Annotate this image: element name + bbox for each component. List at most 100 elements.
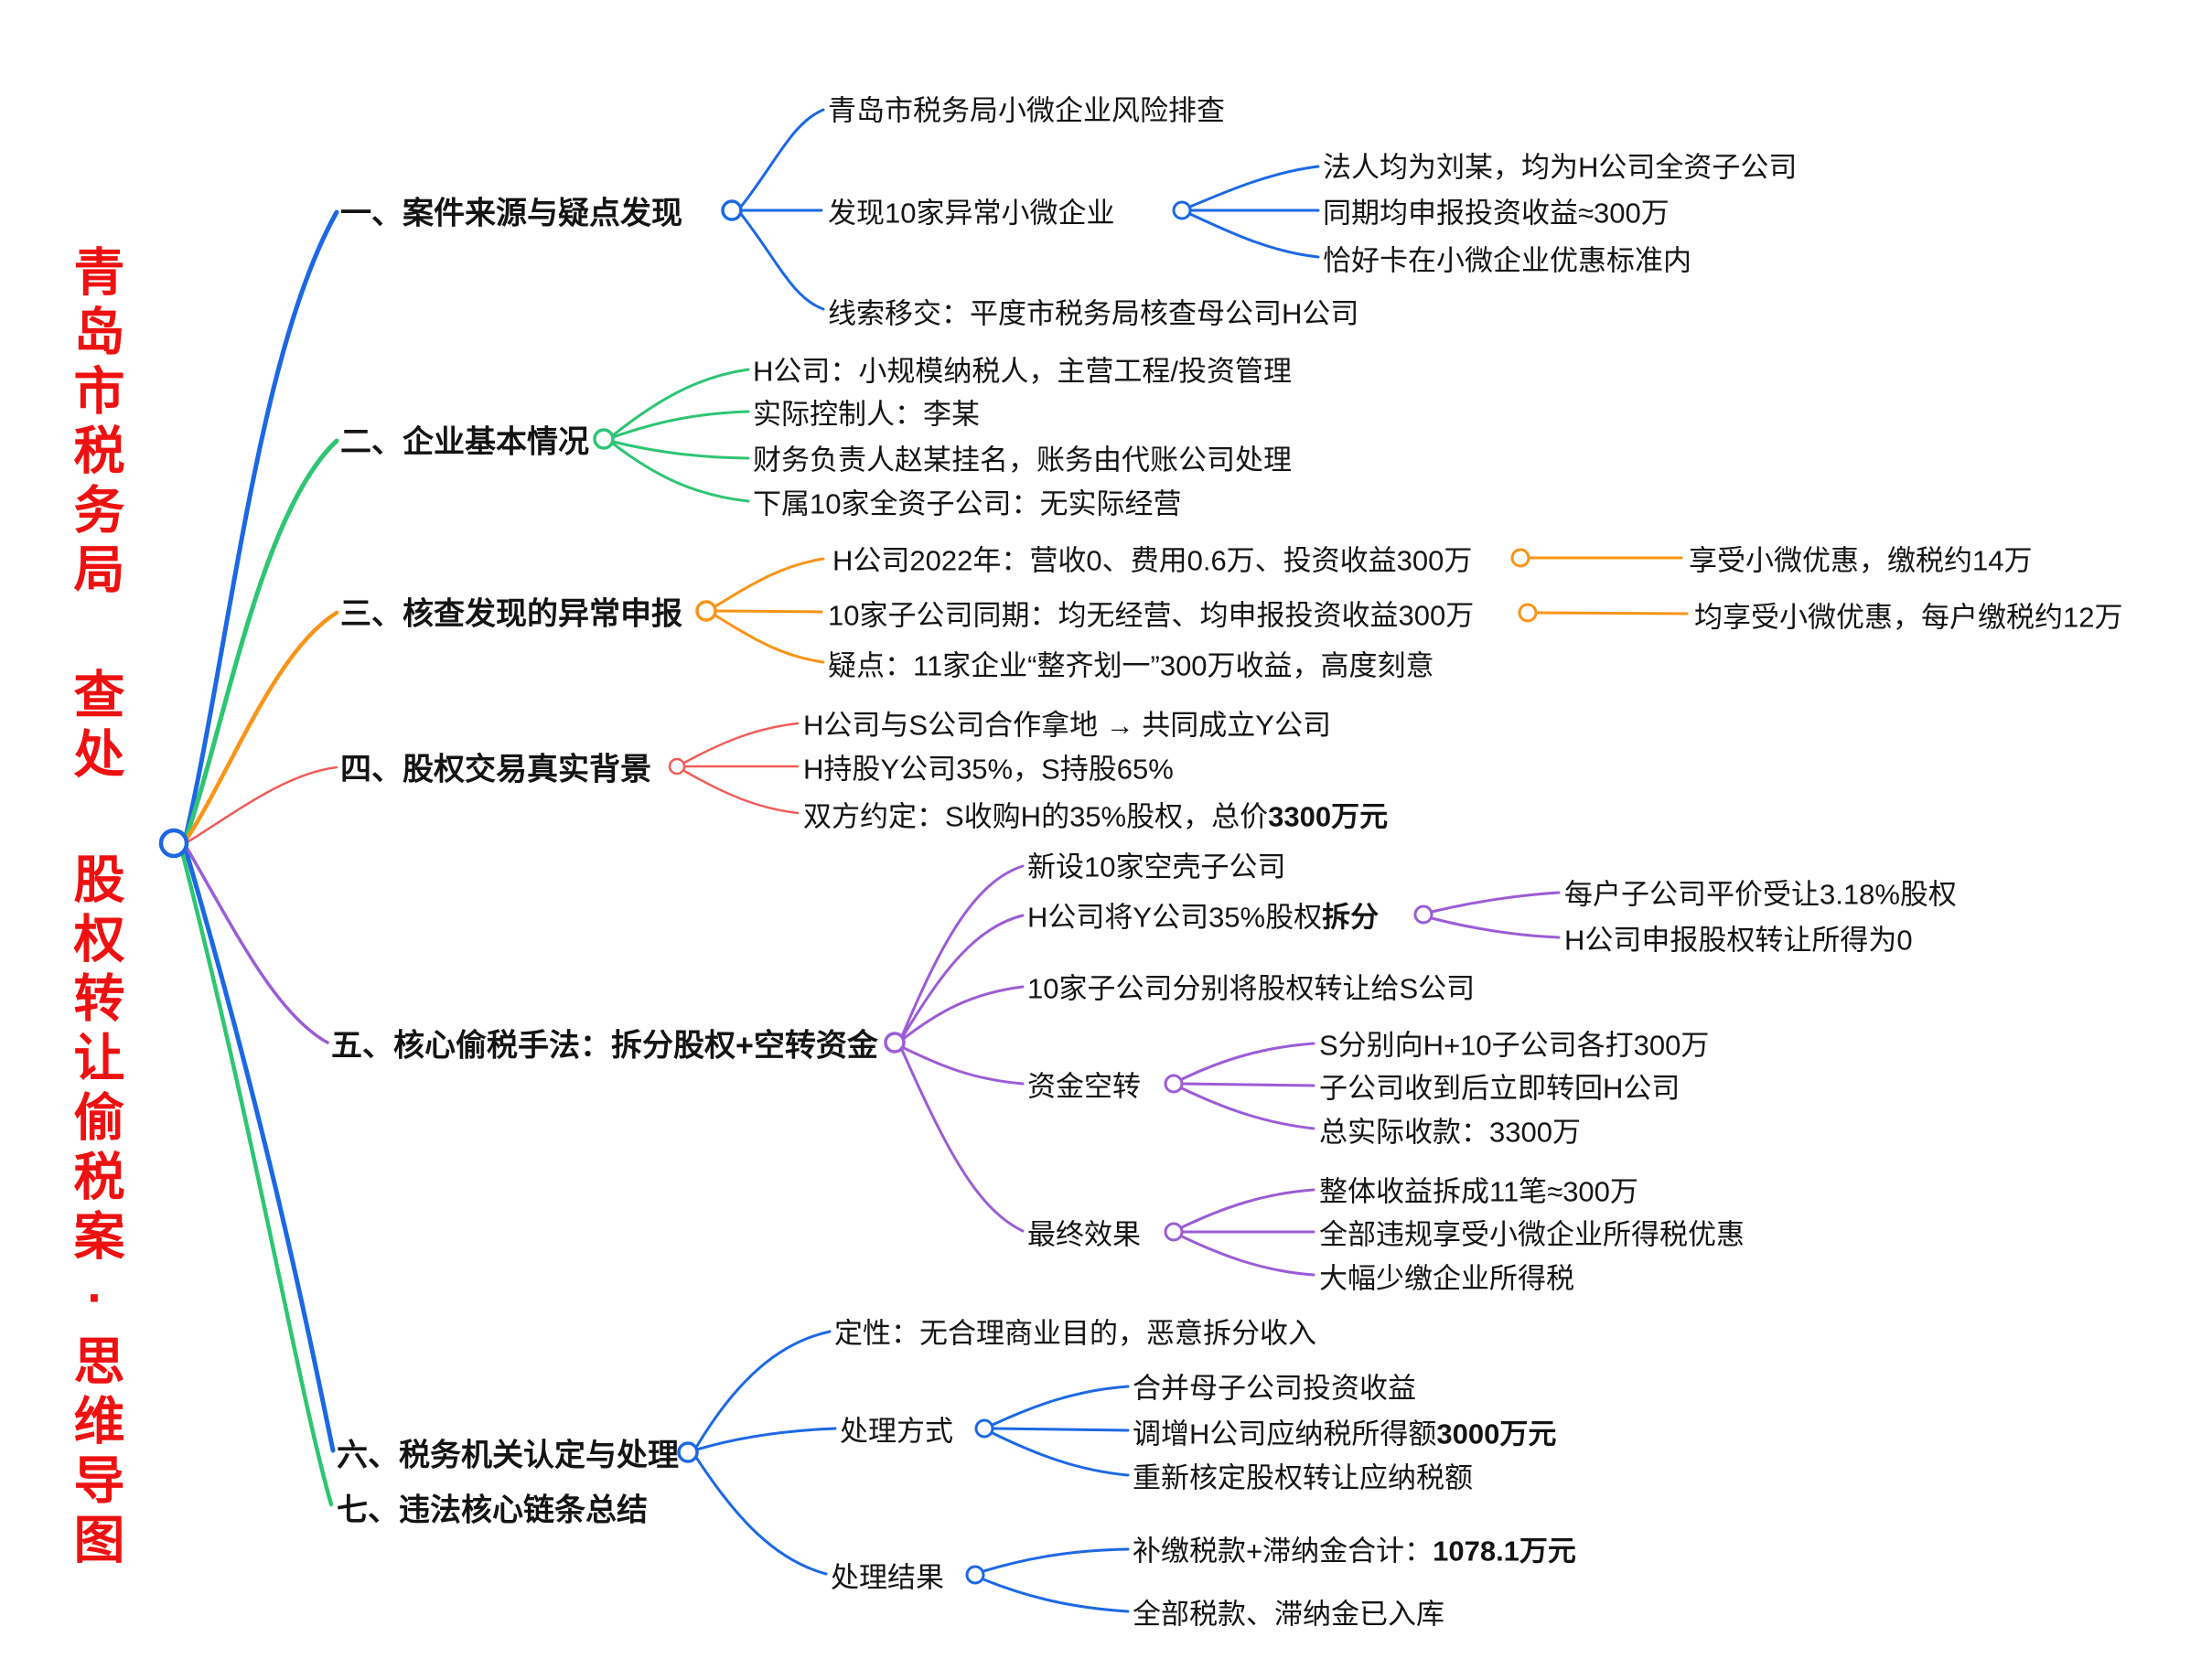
collapse-handle-branch4[interactable]: [668, 757, 686, 776]
edge-b1-c1: [739, 108, 825, 209]
edge-b5-c3: [900, 985, 1025, 1042]
edge-b6-c1: [695, 1330, 832, 1448]
node-funds-returned[interactable]: 子公司收到后立即转回H公司: [1319, 1072, 1680, 1105]
node-tax-collected[interactable]: 全部税款、滞纳金已入库: [1133, 1598, 1444, 1631]
node-hcompany-2022[interactable]: H公司2022年：营收0、费用0.6万、投资收益300万: [832, 544, 1473, 577]
edge-c62-s1: [991, 1385, 1130, 1427]
edge-c54-s1: [1180, 1042, 1315, 1081]
collapse-handle-fund-cycling[interactable]: [1164, 1074, 1184, 1094]
node-within-threshold[interactable]: 恰好卡在小微企业优惠标准内: [1323, 244, 1691, 277]
back-tax-total-amount: 1078.1万元: [1433, 1535, 1576, 1568]
node-treatment-method[interactable]: 处理方式: [840, 1415, 953, 1448]
node-small-micro-benefit-14[interactable]: 享受小微优惠，缴税约14万: [1689, 544, 2033, 577]
node-back-tax-total[interactable]: 补缴税款+滞纳金合计：1078.1万元: [1133, 1528, 1576, 1569]
branch-7-label[interactable]: 七、违法核心链条总结: [337, 1493, 648, 1528]
edge-b3-c2: [714, 609, 823, 614]
edge-center-branch5: [184, 844, 329, 1044]
edge-b2-c3: [611, 440, 750, 460]
collapse-handle-branch3[interactable]: [695, 600, 717, 622]
root-topic-title[interactable]: 青岛市税务局 查处 股权转让偷税案·思维导图: [67, 245, 124, 1572]
acquisition-agreement-amount: 3300万元: [1268, 800, 1389, 833]
central-node-circle[interactable]: [158, 828, 189, 859]
collapse-handle-branch2[interactable]: [593, 428, 615, 450]
collapse-handle-treatment-result[interactable]: [965, 1565, 985, 1585]
edge-b2-c4: [611, 442, 750, 503]
edge-c63-s2: [982, 1578, 1130, 1613]
node-shell-subsidiaries[interactable]: 下属10家全资子公司：无实际经营: [753, 487, 1182, 520]
collapse-handle-subsidiaries-period[interactable]: [1518, 603, 1538, 623]
edge-b3-c3: [714, 614, 825, 664]
node-transfer-to-s[interactable]: 10家子公司分别将股权转让给S公司: [1027, 972, 1476, 1005]
edge-c52-g1: [1430, 891, 1561, 914]
node-same-legal-person[interactable]: 法人均为刘某，均为H公司全资子公司: [1323, 151, 1798, 184]
edge-b5-c2: [900, 914, 1025, 1040]
edge-b6-c2: [695, 1427, 837, 1451]
collapse-handle-treatment-method[interactable]: [974, 1418, 994, 1439]
node-equity-split[interactable]: H公司将Y公司35%股权拆分: [1027, 894, 1379, 936]
node-anomalous-firms[interactable]: 发现10家异常小微企业: [828, 197, 1115, 230]
edge-b2-c1: [611, 368, 750, 437]
node-taxable-income-increase[interactable]: 调增H公司应纳税所得额3000万元: [1133, 1411, 1556, 1452]
node-zero-income-declared[interactable]: H公司申报股权转让所得为0: [1564, 924, 1913, 957]
collapse-handle-equity-split[interactable]: [1413, 904, 1434, 925]
edge-c12-g1: [1188, 165, 1320, 209]
node-treatment-result[interactable]: 处理结果: [831, 1561, 944, 1594]
node-s-payments[interactable]: S分别向H+10子公司各打300万: [1319, 1029, 1710, 1062]
collapse-handle-branch5[interactable]: [884, 1032, 906, 1054]
edge-b2-c2: [611, 410, 750, 439]
node-suspicion-uniform[interactable]: 疑点：11家企业“整齐划一”300万收益，高度刻意: [828, 649, 1434, 682]
edge-center-branch6: [183, 847, 336, 1453]
collapse-handle-branch1[interactable]: [721, 199, 743, 221]
node-joint-venture[interactable]: H公司与S公司合作拿地 → 共同成立Y公司: [803, 709, 1331, 742]
node-reassess-tax[interactable]: 重新核定股权转让应纳税额: [1133, 1461, 1473, 1494]
edge-center-branch2: [183, 438, 339, 841]
node-new-shell-companies[interactable]: 新设10家空壳子公司: [1027, 851, 1286, 883]
node-small-micro-benefit-12[interactable]: 均享受小微优惠，每户缴税约12万: [1694, 601, 2123, 634]
edge-c54-s2: [1180, 1082, 1315, 1087]
node-par-transfer[interactable]: 每户子公司平价受让3.18%股权: [1564, 878, 1957, 911]
branch-3-label[interactable]: 三、核查发现的异常申报: [340, 596, 682, 632]
branch-2-label[interactable]: 二、企业基本情况: [340, 424, 589, 460]
node-merge-income[interactable]: 合并母子公司投资收益: [1133, 1372, 1416, 1405]
node-final-effect[interactable]: 最终效果: [1027, 1218, 1141, 1251]
branch-1-label[interactable]: 一、案件来源与疑点发现: [340, 196, 682, 231]
edge-c62-s3: [991, 1431, 1130, 1477]
node-clue-transfer[interactable]: 线索移交：平度市税务局核查母公司H公司: [828, 297, 1359, 330]
node-income-split-11[interactable]: 整体收益拆成11笔≈300万: [1319, 1175, 1638, 1208]
collapse-handle-branch6[interactable]: [677, 1441, 699, 1463]
node-hcompany-profile[interactable]: H公司：小规模纳税人，主营工程/投资管理: [753, 355, 1292, 388]
edge-b3-c1: [714, 557, 825, 608]
node-characterization[interactable]: 定性：无合理商业目的，恶意拆分收入: [834, 1317, 1316, 1350]
edge-c62-s2: [991, 1427, 1130, 1432]
back-tax-total-text: 补缴税款+滞纳金合计：: [1133, 1535, 1434, 1568]
node-actual-controller[interactable]: 实际控制人：李某: [753, 398, 980, 431]
edge-b6-c3: [695, 1457, 828, 1576]
node-subsidiaries-period[interactable]: 10家子公司同期：均无经营、均申报投资收益300万: [828, 599, 1475, 632]
edge-c54-s3: [1180, 1086, 1315, 1130]
node-nominal-cfo[interactable]: 财务负责人赵某挂名，账务由代账公司处理: [753, 444, 1292, 476]
branch-5-label[interactable]: 五、核心偷税手法：拆分股权+空转资金: [331, 1028, 878, 1064]
collapse-handle-final-effect[interactable]: [1164, 1222, 1184, 1242]
taxable-income-increase-amount: 3000万元: [1436, 1418, 1557, 1450]
node-same-income[interactable]: 同期均申报投资收益≈300万: [1323, 197, 1670, 230]
node-risk-screening[interactable]: 青岛市税务局小微企业风险排查: [828, 94, 1225, 127]
branch-4-label[interactable]: 四、股权交易真实背景: [340, 752, 651, 787]
node-total-received[interactable]: 总实际收款：3300万: [1319, 1116, 1581, 1149]
node-illegal-benefit[interactable]: 全部违规享受小微企业所得税优惠: [1319, 1218, 1745, 1251]
acquisition-agreement-text: 双方约定：S收购H的35%股权，总价: [803, 800, 1269, 833]
node-acquisition-agreement[interactable]: 双方约定：S收购H的35%股权，总价3300万元: [803, 794, 1388, 835]
collapse-handle-anomalous-firms[interactable]: [1172, 200, 1192, 220]
node-underpaid-tax[interactable]: 大幅少缴企业所得税: [1319, 1262, 1574, 1295]
edge-c32-s1: [1534, 611, 1689, 615]
edge-c52-g2: [1430, 916, 1561, 939]
edge-b1-c3: [739, 212, 825, 311]
branch-6-label[interactable]: 六、税务机关认定与处理: [337, 1438, 679, 1473]
edge-center-branch7: [179, 849, 334, 1507]
collapse-handle-hcompany-2022[interactable]: [1510, 548, 1530, 568]
node-shareholding[interactable]: H持股Y公司35%，S持股65%: [803, 753, 1174, 786]
equity-split-bold: 拆分: [1322, 901, 1380, 934]
edge-center-branch1: [183, 209, 339, 840]
node-fund-cycling[interactable]: 资金空转: [1027, 1070, 1141, 1103]
